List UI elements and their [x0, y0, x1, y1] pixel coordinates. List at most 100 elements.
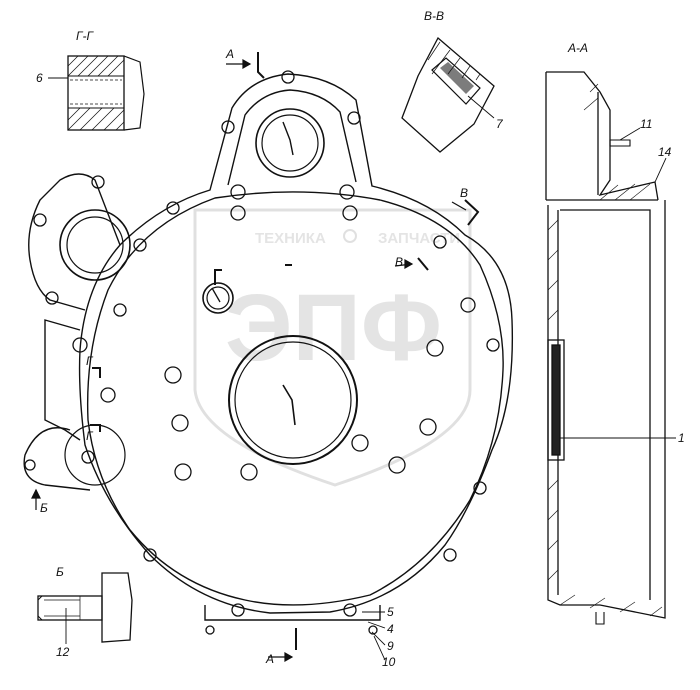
cut-label-a-top: А — [225, 47, 234, 61]
bolt-hole — [230, 184, 246, 200]
left-bore — [59, 209, 131, 486]
g-g-thread — [70, 79, 122, 105]
callout-4: 4 — [387, 622, 394, 636]
view-b-flange — [101, 572, 133, 643]
cut-label-a-bottom: А — [265, 652, 274, 666]
bolt-hole — [171, 414, 189, 432]
section-title-g-g: Г-Г — [76, 29, 95, 43]
callout-11: 11 — [640, 117, 652, 131]
bolt-hole — [81, 450, 95, 464]
bolt-hole — [426, 339, 444, 357]
bolt-hole — [133, 238, 147, 252]
housing-outline — [78, 73, 514, 614]
bolt-hole — [443, 548, 457, 562]
watermark: ТЕХНИКА ЗАПЧАСТИ ЭПФ — [193, 208, 472, 487]
bolt-hole — [100, 387, 116, 403]
leader-9 — [371, 631, 386, 646]
arrowhead-v-lower — [404, 258, 414, 270]
bolt-hole — [473, 481, 487, 495]
sensor-bore-break — [211, 287, 221, 303]
bolt-hole — [231, 603, 245, 617]
watermark-text-right: ЗАПЧАСТИ — [378, 230, 460, 247]
callout-14: 14 — [658, 145, 672, 159]
section-cut-lines — [90, 52, 480, 650]
leader-14 — [654, 157, 667, 183]
g-g-break-edge — [123, 55, 145, 131]
section-g-g: Г-Г 6 — [36, 29, 145, 131]
cut-label-g-upper: Г — [86, 354, 94, 368]
a-a-hatching — [547, 83, 663, 617]
watermark-logo: ЭПФ — [225, 275, 442, 381]
arrowhead-a-bottom — [284, 651, 294, 663]
callout-5: 5 — [387, 605, 394, 619]
v-v-slot — [431, 57, 481, 105]
leader-4 — [367, 621, 386, 629]
section-a-a: А-А 11 14 1 — [545, 41, 685, 625]
left-bore-outer — [59, 209, 131, 281]
bolt-hole — [486, 338, 500, 352]
a-a-wall — [547, 200, 666, 619]
central-bore — [228, 335, 358, 465]
leader-7 — [467, 95, 495, 119]
top-ear-bore — [255, 108, 325, 178]
bolt-hole — [230, 205, 246, 221]
bolt-hole — [339, 184, 355, 200]
top-bore-outer — [255, 108, 325, 178]
cut-label-v-lower: В — [395, 255, 403, 269]
arrowhead-b — [31, 488, 41, 499]
a-a-inner-profile — [560, 209, 651, 600]
bolt-hole — [33, 213, 47, 227]
leader-10 — [373, 635, 386, 661]
bolt-hole — [24, 459, 36, 471]
a-a-seal — [551, 344, 561, 456]
cut-corner-tl — [214, 269, 222, 285]
v-v-body — [401, 36, 495, 153]
bolt-hole — [221, 120, 235, 134]
bolt-hole — [174, 463, 192, 481]
view-title-b: Б — [56, 565, 64, 579]
bolt-hole — [347, 111, 361, 125]
bolt-hole — [205, 625, 215, 635]
bolt-hole — [388, 456, 406, 474]
cut-line-v-lower — [417, 257, 429, 271]
bolt-hole — [351, 434, 369, 452]
a-a-bottom-bolt — [595, 612, 605, 625]
g-g-hatching — [67, 55, 125, 131]
cut-arrows — [31, 58, 467, 663]
view-b-stud — [37, 595, 103, 621]
section-v-v: В-В 7 — [401, 9, 504, 153]
watermark-text-left: ТЕХНИКА — [255, 230, 326, 247]
bolt-hole — [433, 235, 447, 249]
watermark-shield — [193, 208, 472, 487]
bolt-hole — [113, 303, 127, 317]
bolt-hole — [72, 337, 88, 353]
left-bore-inner — [66, 216, 124, 274]
top-bore-inner — [261, 114, 319, 172]
bolt-hole — [45, 291, 59, 305]
cut-line-a-top — [257, 52, 265, 79]
arrowhead-a-top — [242, 58, 252, 70]
view-b-thread — [44, 596, 81, 620]
bolt-hole — [143, 548, 157, 562]
cut-line-g-upper — [92, 367, 101, 378]
v-v-insert — [440, 62, 474, 94]
section-title-a-a: А-А — [567, 41, 588, 55]
sensor-bore — [202, 282, 234, 314]
cut-line-g-lower — [90, 424, 101, 432]
top-ear-inner — [227, 89, 357, 186]
cut-line-v-upper — [464, 199, 480, 226]
callout-10: 10 — [382, 655, 396, 669]
a-a-seal-seat — [547, 339, 565, 461]
a-a-outline — [545, 71, 666, 619]
arrow-v-upper — [451, 201, 467, 211]
left-lower-extension — [44, 319, 81, 441]
bore-inner-circle — [234, 341, 352, 459]
section-title-v-v: В-В — [424, 9, 444, 23]
callout-1: 1 — [678, 431, 685, 445]
callout-leaders-bottom — [362, 611, 386, 661]
housing-inner-rim — [86, 191, 504, 606]
callout-12: 12 — [56, 645, 70, 659]
bolt-hole — [281, 70, 295, 84]
cut-label-v-upper: В — [460, 186, 468, 200]
